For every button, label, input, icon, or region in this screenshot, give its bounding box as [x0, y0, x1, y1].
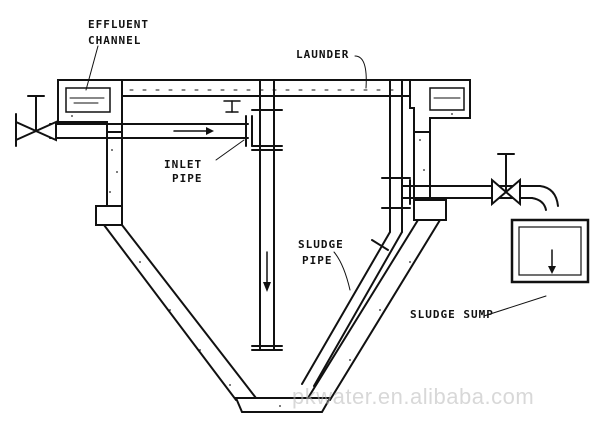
effluent-label-line2: CHANNEL	[88, 34, 141, 47]
effluent-label-line1: EFFLUENT	[88, 18, 149, 31]
sludge-valve	[491, 153, 521, 207]
inlet-label-line1: INLET	[164, 158, 202, 171]
inlet-label-line2: PIPE	[172, 172, 203, 185]
watermark-text: pkwater.en.alibaba.com	[292, 384, 534, 409]
sludge-pipe	[301, 79, 411, 387]
tank-wall-left	[95, 131, 258, 402]
launder-right-box	[409, 79, 471, 133]
effluent-channel	[57, 79, 123, 133]
sludge-pipe-label-line2: PIPE	[302, 254, 333, 267]
leader-lines	[85, 45, 547, 317]
concrete-speckles	[71, 113, 453, 407]
sludge-sump	[510, 218, 590, 284]
tank-bottom	[234, 397, 332, 413]
launder-label: LAUNDER	[296, 48, 349, 61]
sludge-pipe-label-line1: SLUDGE	[298, 238, 344, 251]
inlet-pipe	[49, 115, 253, 147]
central-feed-pipe	[251, 79, 283, 351]
launder-trough	[121, 79, 411, 113]
sludge-sump-label: SLUDGE SUMP	[410, 308, 494, 321]
inlet-valve	[15, 95, 57, 147]
tank-wall-right	[306, 117, 447, 402]
